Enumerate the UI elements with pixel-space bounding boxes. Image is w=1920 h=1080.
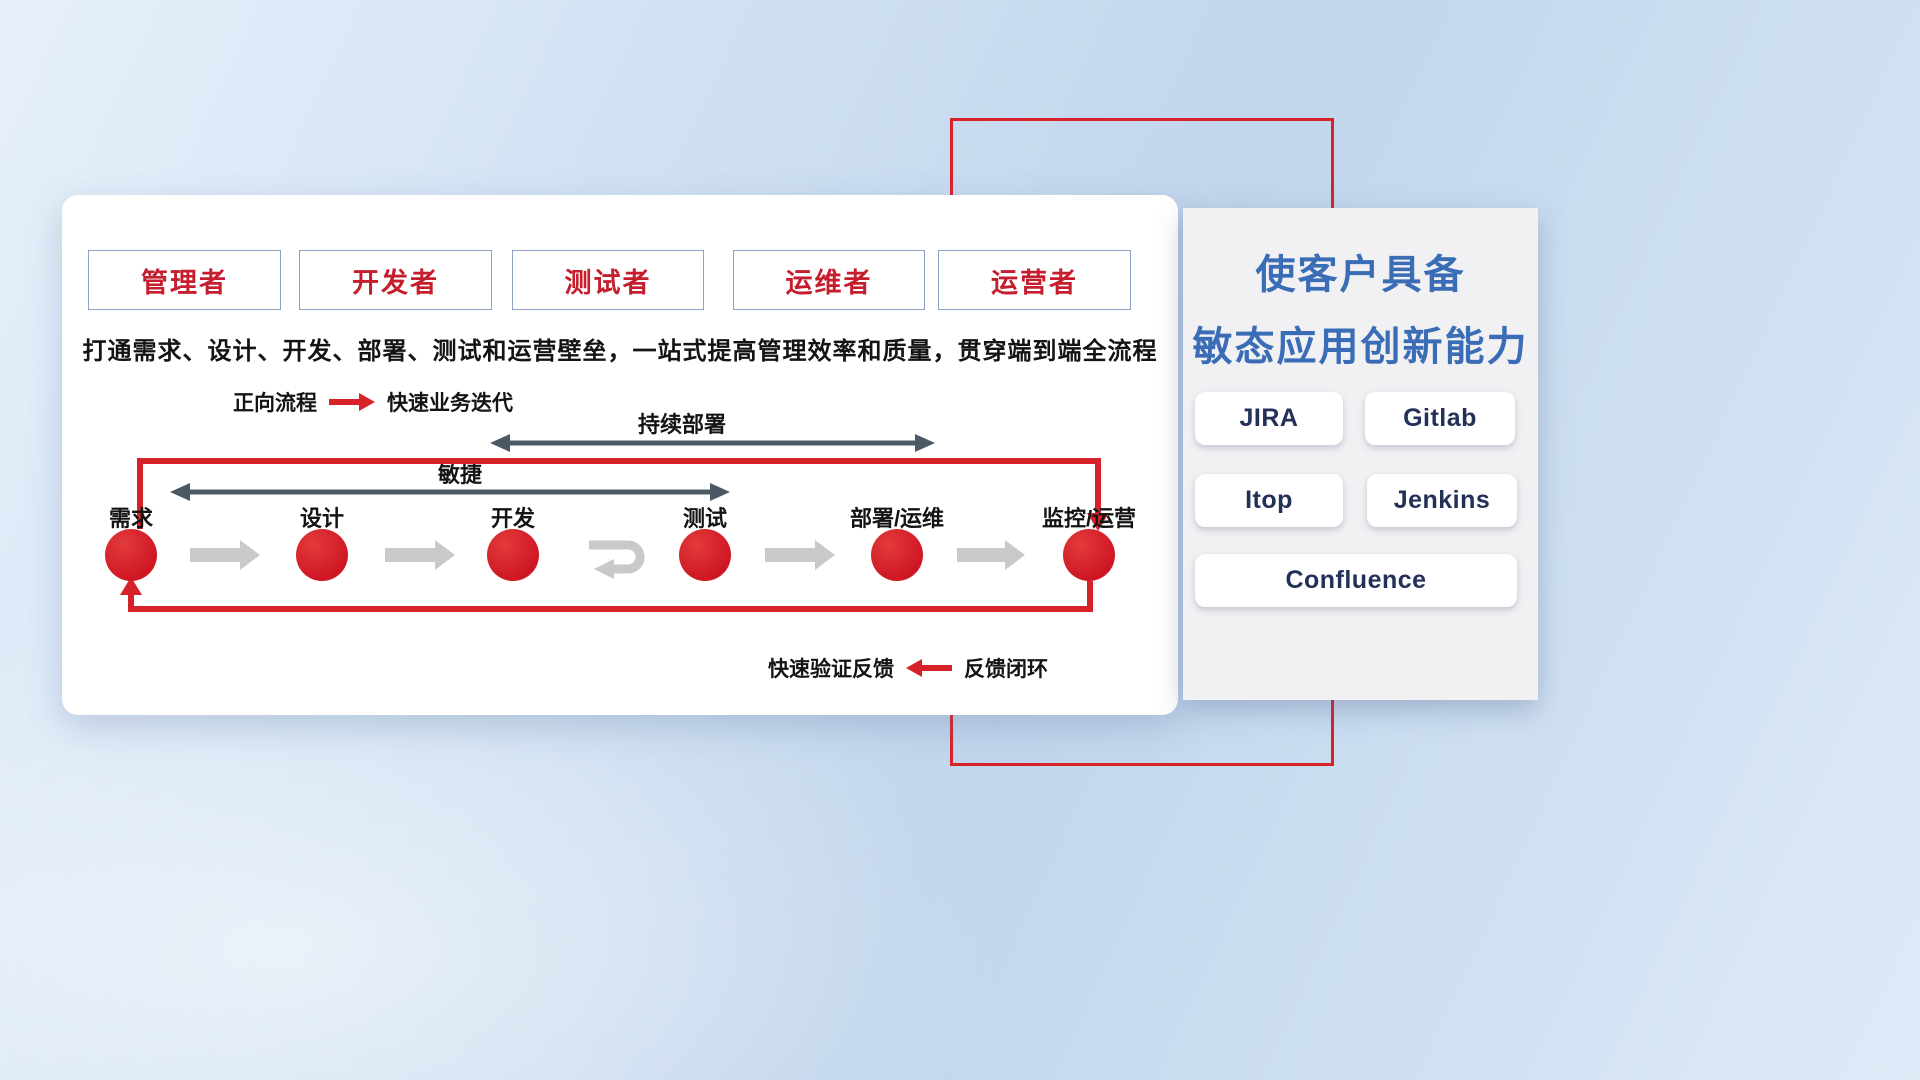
node-dot-development (487, 529, 539, 581)
flow-diagram-lines (120, 434, 1109, 612)
continuous-deploy-label: 持续部署 (637, 412, 726, 437)
tool-jira: JIRA (1195, 392, 1343, 445)
panel-title-line1: 使客户具备 (1255, 253, 1466, 297)
role-box-developer: 开发者 (299, 250, 492, 310)
legend-forward-label: 正向流程 (233, 392, 317, 415)
node-label-development: 开发 (490, 506, 535, 531)
forward-loop-line (137, 458, 1101, 529)
node-label-requirements: 需求 (108, 506, 153, 531)
role-box-tester: 测试者 (512, 250, 704, 310)
role-label-developer: 开发者 (352, 267, 439, 298)
node-dot-design (296, 529, 348, 581)
tool-confluence: Confluence (1195, 554, 1517, 607)
description-text: 打通需求、设计、开发、部署、测试和运营壁垒，一站式提高管理效率和质量，贯穿端到端… (82, 338, 1158, 365)
legend-feedback-value: 反馈闭环 (964, 658, 1048, 681)
node-label-monitor-operations: 监控/运营 (1041, 506, 1137, 531)
step-arrow-2 (385, 540, 455, 570)
tool-jenkins: Jenkins (1367, 474, 1517, 527)
feedback-arrow-icon (906, 659, 952, 677)
panel-title-line2: 敏态应用创新能力 (1192, 325, 1529, 369)
step-arrow-3 (765, 540, 835, 570)
capability-panel: 使客户具备 敏态应用创新能力 JIRA Gitlab Itop Jenkins … (1183, 208, 1538, 700)
forward-loop-arrowhead (1087, 513, 1109, 531)
legend-feedback-label: 快速验证反馈 (768, 658, 894, 681)
legend-forward-value: 快速业务迭代 (387, 392, 513, 415)
iteration-loop-icon (589, 540, 645, 574)
role-box-ops: 运维者 (733, 250, 925, 310)
tool-gitlab: Gitlab (1365, 392, 1515, 445)
role-label-tester: 测试者 (564, 267, 652, 298)
agile-label: 敏捷 (437, 462, 482, 487)
role-label-manager: 管理者 (141, 267, 228, 298)
feedback-loop-line (128, 581, 1093, 612)
feedback-loop-arrowhead (120, 577, 142, 595)
legend-forward: 正向流程 快速业务迭代 (233, 387, 513, 417)
node-label-design: 设计 (299, 506, 344, 531)
step-arrow-1 (190, 540, 260, 570)
node-label-testing: 测试 (682, 506, 727, 531)
node-label-deploy-ops: 部署/运维 (849, 506, 945, 531)
node-dot-monitor-operations (1063, 529, 1115, 581)
node-dot-requirements (105, 529, 157, 581)
role-box-operator: 运营者 (938, 250, 1131, 310)
role-label-ops: 运维者 (785, 267, 873, 298)
tool-itop: Itop (1195, 474, 1343, 527)
node-dot-deploy-ops (871, 529, 923, 581)
role-box-manager: 管理者 (88, 250, 281, 310)
devops-flow-card: 管理者 开发者 测试者 运维者 运营者 打通需求、设计、开发、部署、测试和运营壁… (62, 195, 1178, 715)
node-dot-testing (679, 529, 731, 581)
legend-feedback: 快速验证反馈 反馈闭环 (768, 653, 1048, 683)
step-arrow-4 (957, 540, 1025, 570)
forward-arrow-icon (329, 393, 375, 411)
role-label-operator: 运营者 (991, 267, 1078, 298)
